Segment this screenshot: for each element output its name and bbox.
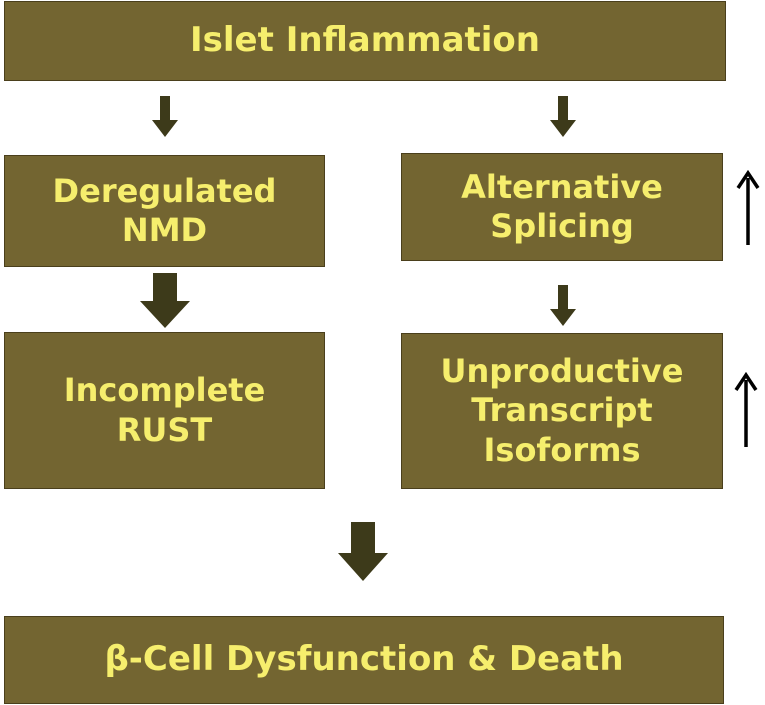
- alternative-splicing-line-1: Alternative: [461, 167, 663, 206]
- arrow-down-left-small-icon: [152, 96, 178, 137]
- alternative-splicing-box: Alternative Splicing: [401, 153, 723, 261]
- deregulated-nmd-box: Deregulated NMD: [4, 155, 325, 267]
- unproductive-isoforms-line-1: Unproductive: [440, 352, 684, 391]
- increase-up-arrow-icon: [736, 170, 760, 245]
- deregulated-nmd-line-2: NMD: [121, 211, 208, 249]
- increase-up-arrow-icon: [734, 372, 758, 447]
- unproductive-isoforms-box: Unproductive Transcript Isoforms: [401, 333, 723, 489]
- arrow-down-right-small-icon: [550, 96, 576, 137]
- alternative-splicing-line-2: Splicing: [490, 207, 634, 245]
- incomplete-rust-line-1: Incomplete: [63, 371, 266, 410]
- unproductive-isoforms-line-2: Transcript: [471, 391, 653, 430]
- unproductive-isoforms-line-3: Isoforms: [483, 430, 641, 469]
- beta-cell-outcome-box: β-Cell Dysfunction & Death: [4, 616, 724, 704]
- arrow-down-large-icon: [140, 273, 190, 328]
- islet-inflammation-label: Islet Inflammation: [190, 20, 540, 61]
- islet-inflammation-box: Islet Inflammation: [4, 1, 726, 81]
- incomplete-rust-line-2: RUST: [116, 410, 213, 449]
- arrow-down-large-icon: [338, 522, 388, 581]
- arrow-down-small-icon: [550, 285, 576, 326]
- beta-cell-outcome-label: β-Cell Dysfunction & Death: [104, 639, 624, 680]
- deregulated-nmd-line-1: Deregulated: [52, 171, 277, 210]
- incomplete-rust-box: Incomplete RUST: [4, 332, 325, 489]
